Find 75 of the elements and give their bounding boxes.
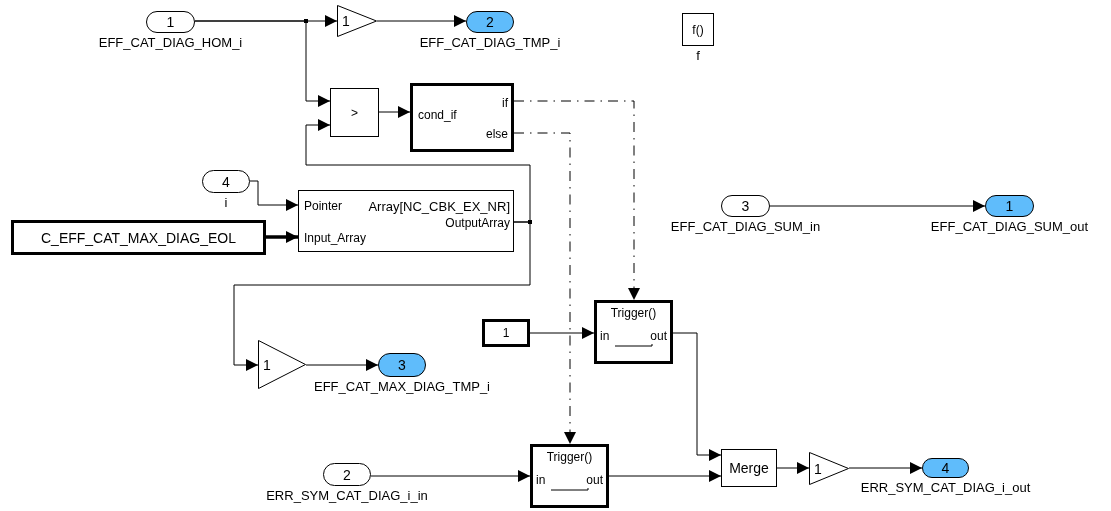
function-block — [682, 13, 714, 46]
block-label: in — [536, 473, 546, 487]
outport-block — [985, 195, 1034, 217]
gain-block — [809, 452, 849, 485]
block-label: Merge — [728, 461, 770, 475]
port-name: EFF_CAT_DIAG_HOM_i — [98, 35, 243, 50]
inport-block — [146, 11, 195, 33]
outport-block — [378, 353, 426, 377]
block-label: C_EFF_CAT_MAX_DIAG_EOL — [40, 230, 237, 245]
subsystem-block — [594, 300, 673, 364]
port-name: i — [224, 195, 228, 210]
signal-arrow — [608, 470, 722, 482]
signal-arrow — [376, 15, 467, 27]
signal-arrow — [848, 462, 923, 474]
signal-arrow — [305, 359, 379, 371]
signal-arrow — [266, 231, 298, 243]
gain-block — [337, 5, 377, 37]
block-label: Trigger() — [545, 450, 594, 464]
signal-arrow — [672, 332, 722, 461]
block-label: else — [486, 127, 508, 141]
block-label: f() — [691, 23, 705, 36]
block-label: in — [600, 329, 610, 343]
port-name: EFF_CAT_DIAG_TMP_i — [419, 35, 561, 50]
block-label: if — [502, 96, 508, 110]
gain-value: 1 — [342, 14, 350, 28]
outport-block — [466, 11, 514, 33]
block-label: Array[NC_CBK_EX_NR] — [368, 200, 510, 214]
outport-block — [922, 458, 969, 478]
subsystem-block — [482, 319, 530, 347]
port-number: 3 — [397, 358, 407, 372]
signal-arrow — [194, 20, 331, 107]
block-label: > — [350, 106, 359, 119]
block-label: out — [650, 329, 667, 343]
port-name: ERR_SYM_CAT_DIAG_i_in — [266, 488, 428, 503]
block-label: OutputArray — [445, 216, 510, 230]
gain-value: 1 — [263, 357, 271, 372]
port-name: ERR_SYM_CAT_DIAG_i_out — [860, 480, 1031, 495]
port-number: 2 — [485, 15, 495, 29]
subsystem-block — [11, 220, 266, 255]
inport-block — [202, 170, 250, 193]
signal-arrow — [249, 180, 299, 211]
signal-arrow — [305, 119, 531, 223]
block-label: cond_if — [418, 108, 457, 122]
subsystem-block — [530, 444, 609, 508]
inport-block — [721, 195, 770, 217]
port-number: 3 — [740, 199, 751, 213]
signal-arrow — [529, 327, 595, 339]
inport-block — [323, 463, 371, 486]
block-label: Pointer — [304, 199, 343, 213]
port-number: 2 — [342, 467, 352, 482]
control-signal-arrow — [513, 100, 640, 301]
block-label: 1 — [501, 327, 511, 339]
gain-value: 1 — [814, 461, 822, 476]
block-label: out — [586, 473, 603, 487]
subsystem-block — [410, 83, 514, 152]
function-block — [721, 449, 777, 487]
port-number: 4 — [221, 174, 231, 189]
block-label: Trigger() — [609, 306, 658, 320]
signal-arrow — [233, 221, 531, 371]
signal-arrow — [769, 200, 986, 212]
port-number: 1 — [1004, 199, 1015, 213]
port-number: 1 — [165, 15, 176, 29]
function-block — [298, 190, 514, 252]
function-block — [330, 88, 379, 137]
signal-arrow — [776, 462, 810, 474]
block-label: Input_Array — [304, 231, 367, 245]
port-name: f — [696, 48, 700, 63]
port-name: EFF_CAT_MAX_DIAG_TMP_i — [314, 379, 490, 394]
signal-arrow — [370, 470, 531, 482]
signal-arrow — [378, 106, 411, 118]
port-number: 4 — [940, 461, 951, 475]
port-name: EFF_CAT_DIAG_SUM_out — [930, 219, 1089, 234]
port-name: EFF_CAT_DIAG_SUM_in — [670, 219, 821, 234]
control-signal-arrow — [513, 132, 576, 445]
gain-block — [258, 340, 306, 389]
